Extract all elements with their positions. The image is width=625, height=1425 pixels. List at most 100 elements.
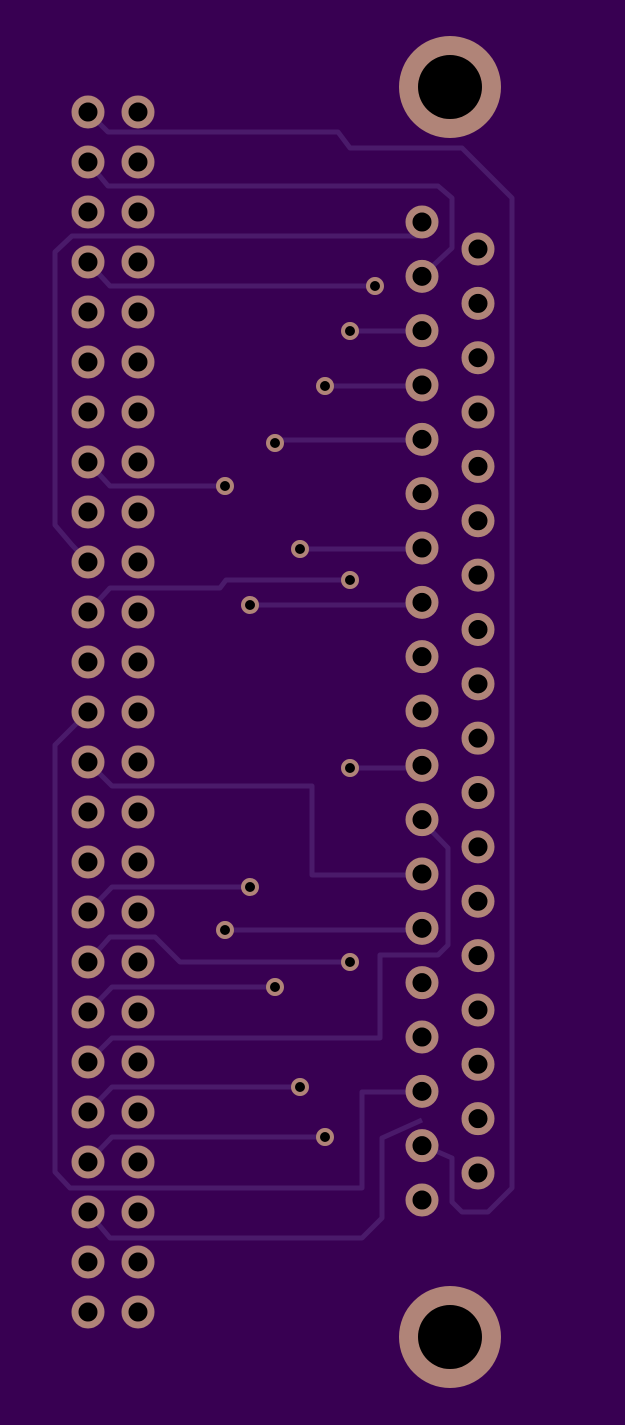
header-pin [71,1095,105,1129]
header-pin [121,1045,155,1079]
header-pin [71,95,105,129]
header-pin [121,345,155,379]
connector-pin [461,667,495,701]
header-pin [121,745,155,779]
via [341,759,359,777]
trace [86,577,350,614]
connector-pin [405,857,439,891]
via [266,978,284,996]
connector-pin [405,1129,439,1163]
header-pin [121,145,155,179]
header-pin [121,545,155,579]
connector-pin [405,368,439,402]
connector-pin [405,694,439,728]
via-layer [216,277,384,1146]
connector-pin [461,1156,495,1190]
connector-pin [461,830,495,864]
trace-layer [52,110,515,1241]
connector-pin [461,395,495,429]
connector-pin [461,286,495,320]
header-pin [121,1095,155,1129]
header-pin [121,295,155,329]
header-pin [71,495,105,529]
header-pin [121,945,155,979]
connector-pin [405,1074,439,1108]
connector-pin [461,612,495,646]
connector-pin [405,911,439,945]
header-pin [121,895,155,929]
connector-pin [405,803,439,837]
connector-pin [461,232,495,266]
header-pin [71,1295,105,1329]
header-pin [71,1045,105,1079]
via [216,921,234,939]
via [341,322,359,340]
via [316,1128,334,1146]
header-pin [71,395,105,429]
connector-pin [405,259,439,293]
header-pin [71,595,105,629]
header-pin [121,1295,155,1329]
connector-pin [461,1102,495,1136]
via [241,596,259,614]
via [316,377,334,395]
connector-pin [405,531,439,565]
header-pin [71,745,105,779]
header-pin [121,245,155,279]
connector-pin [405,1183,439,1217]
header-pin [71,1245,105,1279]
connector-pin [405,477,439,511]
connector-pin [405,585,439,619]
via [291,540,309,558]
header-pin [121,645,155,679]
via [341,571,359,589]
header-pin [71,645,105,679]
connector-pin [405,748,439,782]
via [291,1078,309,1096]
left-header [71,95,155,1329]
connector-pin [405,422,439,456]
header-pin [121,195,155,229]
connector-pin [461,504,495,538]
header-pin [121,495,155,529]
header-pin [121,445,155,479]
header-pin [121,795,155,829]
header-pin [71,195,105,229]
trace [52,710,422,1191]
header-pin [71,145,105,179]
connector-pin [461,993,495,1027]
header-pin [71,795,105,829]
trace [86,110,515,1215]
connector-pin [405,1020,439,1054]
mounting-hole [418,1305,482,1369]
header-pin [71,545,105,579]
connector-pin [461,449,495,483]
header-pin [121,1145,155,1179]
connector-pin [405,966,439,1000]
via [366,277,384,295]
header-pin [71,945,105,979]
connector-pin [461,721,495,755]
trace [86,1117,424,1241]
header-pin [71,895,105,929]
connector-pin [405,314,439,348]
header-pin [71,445,105,479]
header-pin [121,995,155,1029]
via [216,477,234,495]
mounting-hole [418,55,482,119]
connector-pin [461,776,495,810]
right-connector [405,205,495,1217]
header-pin [71,845,105,879]
trace [86,160,455,278]
connector-pin [461,939,495,973]
header-pin [121,695,155,729]
header-pin [71,245,105,279]
trace [86,934,350,965]
header-pin [121,595,155,629]
header-pin [71,295,105,329]
header-pin [71,345,105,379]
connector-pin [461,558,495,592]
via [266,434,284,452]
connector-pin [405,205,439,239]
